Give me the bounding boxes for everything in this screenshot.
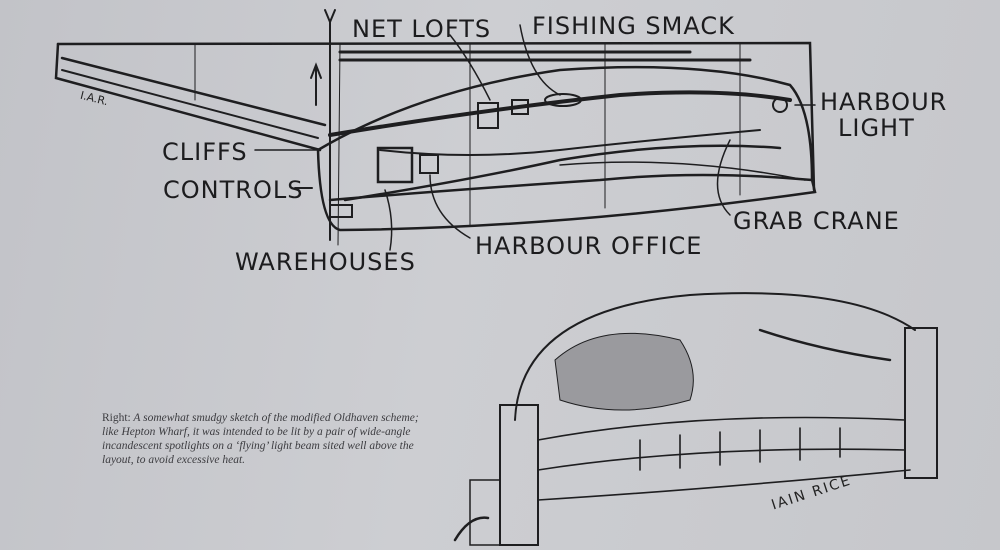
label-fishing-smack: FISHING SMACK xyxy=(532,12,735,40)
label-harbour-light-line1: HARBOUR xyxy=(820,88,948,116)
label-harbour-office: HARBOUR OFFICE xyxy=(475,232,703,260)
label-controls: CONTROLS xyxy=(163,176,304,204)
label-warehouses: WAREHOUSES xyxy=(235,248,416,276)
caption-text: A somewhat smudgy sketch of the modified… xyxy=(102,412,419,466)
caption-lead: Right: xyxy=(102,412,131,424)
label-cliffs: CLIFFS xyxy=(162,138,248,166)
figure-caption: Right: A somewhat smudgy sketch of the m… xyxy=(102,411,432,467)
label-harbour-light-line2: LIGHT xyxy=(838,114,915,142)
label-net-lofts: NET LOFTS xyxy=(352,15,492,43)
label-grab-crane: GRAB CRANE xyxy=(733,207,900,235)
